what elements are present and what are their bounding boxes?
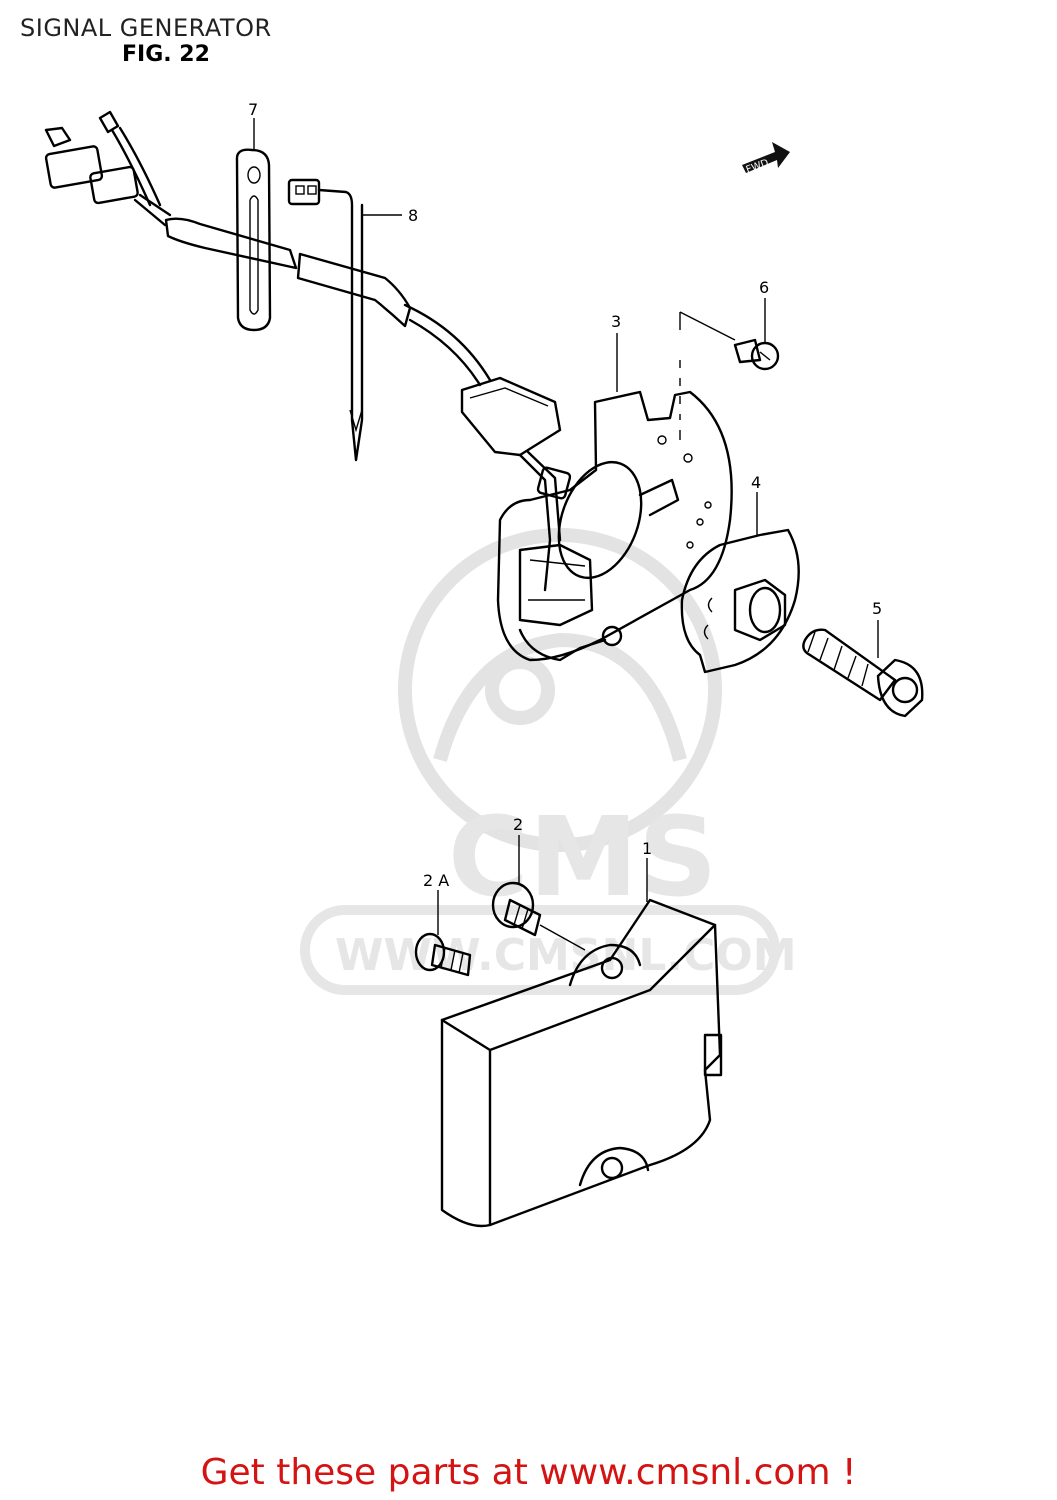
callout-2a: 2 A (423, 871, 449, 890)
part-3-base-plate (496, 390, 733, 662)
callout-7: 7 (248, 100, 258, 119)
part-2a-bolt (414, 932, 472, 977)
diagram-title: SIGNAL GENERATOR (20, 14, 272, 42)
fwd-badge-text: FWD (745, 158, 771, 176)
wiring-harness (44, 110, 572, 592)
part-8-tie-band (287, 178, 364, 462)
fwd-direction-indicator: FWD (742, 142, 790, 176)
watermark-brand: CMS (448, 793, 717, 921)
part-5-bolt (802, 628, 924, 718)
callout-3: 3 (611, 312, 621, 331)
callout-5: 5 (872, 599, 882, 618)
callout-4: 4 (751, 473, 761, 492)
callout-2: 2 (513, 815, 523, 834)
callout-1: 1 (642, 839, 652, 858)
callout-leaders (253, 118, 879, 935)
part-7-clamp (235, 148, 272, 332)
part-2-bolt-washer (491, 881, 586, 951)
cms-watermark: CMS WWW.CMSNL.COM (300, 528, 797, 995)
callout-8: 8 (408, 206, 418, 225)
part-1-control-box (440, 898, 723, 1228)
watermark-url: WWW.CMSNL.COM (335, 930, 797, 981)
figure-label: FIG. 22 (122, 42, 210, 67)
part-4-rotor (680, 528, 800, 674)
callout-6: 6 (759, 278, 769, 297)
promo-link-text[interactable]: Get these parts at www.cmsnl.com ! (200, 1452, 857, 1493)
part-6-screw (679, 311, 780, 440)
callout-labels: 7 8 3 6 4 5 2 2 A 1 (248, 100, 882, 890)
